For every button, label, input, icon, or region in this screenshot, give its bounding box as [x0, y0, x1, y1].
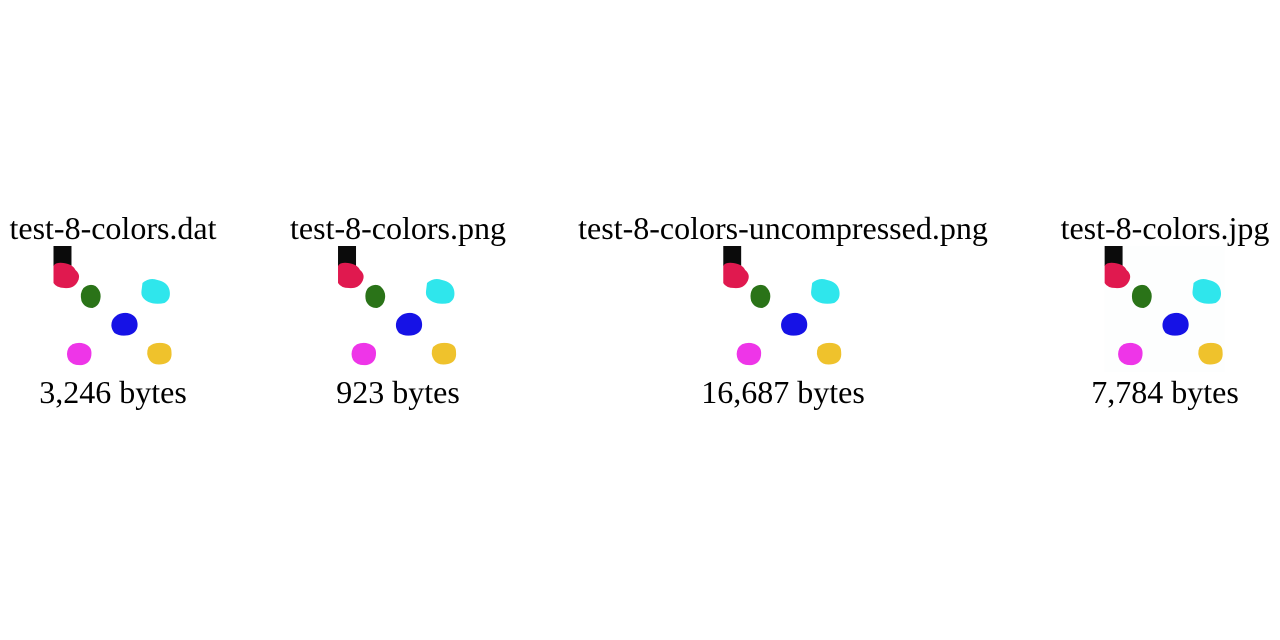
file-item: test-8-colors.png 923 bytes: [290, 208, 506, 412]
file-size-label: 7,784 bytes: [1091, 374, 1239, 410]
image-thumbnail: [1105, 246, 1225, 372]
file-size-label: 16,687 bytes: [701, 374, 865, 410]
file-size-label: 923 bytes: [336, 374, 460, 410]
image-thumbnail: [722, 246, 842, 366]
file-item: test-8-colors.dat 3,246 bytes: [9, 208, 216, 412]
image-thumbnail: [52, 246, 172, 366]
file-name-label: test-8-colors.jpg: [1060, 210, 1270, 246]
file-item: test-8-colors.jpg 7,784 bytes: [1061, 208, 1270, 412]
file-item: test-8-colors-uncompressed.png 16,687 by…: [578, 208, 988, 412]
file-size-label: 3,246 bytes: [39, 374, 187, 410]
image-thumbnail: [337, 246, 457, 366]
file-name-label: test-8-colors-uncompressed.png: [578, 210, 988, 246]
file-name-label: test-8-colors.dat: [9, 210, 217, 246]
file-name-label: test-8-colors.png: [290, 210, 506, 246]
